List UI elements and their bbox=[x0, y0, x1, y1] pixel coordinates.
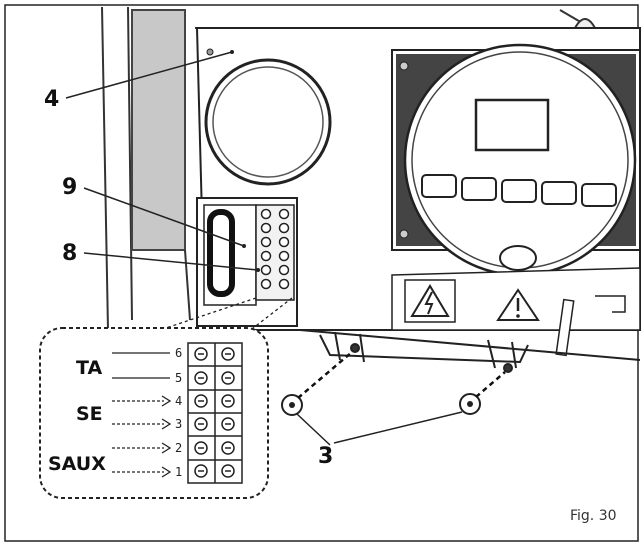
terminal-strip bbox=[187, 342, 243, 484]
terminal-block bbox=[255, 204, 295, 301]
label-saux: SAUX bbox=[48, 453, 106, 475]
fixing-screw-left bbox=[281, 394, 303, 416]
terminal-number-1: 1 bbox=[175, 465, 182, 479]
terminal-number-3: 3 bbox=[175, 417, 182, 431]
label-se: SE bbox=[76, 403, 103, 425]
terminal-number-6: 6 bbox=[175, 346, 182, 360]
lcd-display bbox=[474, 98, 550, 152]
callout-4: 4 bbox=[44, 87, 59, 112]
lower-knob bbox=[499, 245, 537, 271]
general-warning-icon bbox=[496, 288, 540, 321]
high-voltage-warning-icon bbox=[410, 284, 450, 317]
boiler-casing bbox=[101, 6, 191, 331]
leader-9 bbox=[83, 187, 245, 247]
leader-8 bbox=[83, 252, 259, 271]
control-panel bbox=[391, 43, 641, 277]
leader-3 bbox=[296, 411, 463, 446]
callout-8: 8 bbox=[62, 241, 77, 266]
terminal-detail: TA SE SAUX 6 5 4 3 2 1 bbox=[48, 342, 243, 484]
lower-casing bbox=[299, 329, 641, 373]
zoom-connector bbox=[159, 297, 293, 333]
terminal-block-window bbox=[196, 197, 298, 327]
screw-dashed-paths bbox=[297, 351, 506, 399]
label-ta: TA bbox=[76, 357, 102, 379]
warning-strip bbox=[391, 267, 641, 357]
figure-caption: Fig. 30 bbox=[570, 508, 617, 524]
leader-4 bbox=[65, 51, 233, 99]
control-buttons bbox=[421, 174, 617, 207]
terminal-number-2: 2 bbox=[175, 441, 182, 455]
callout-9: 9 bbox=[62, 175, 77, 200]
callout-3: 3 bbox=[318, 444, 333, 469]
terminal-number-4: 4 bbox=[175, 394, 182, 408]
fixing-screw-right bbox=[459, 393, 481, 415]
terminal-number-5: 5 bbox=[175, 371, 182, 385]
gauge-ring bbox=[204, 58, 332, 186]
